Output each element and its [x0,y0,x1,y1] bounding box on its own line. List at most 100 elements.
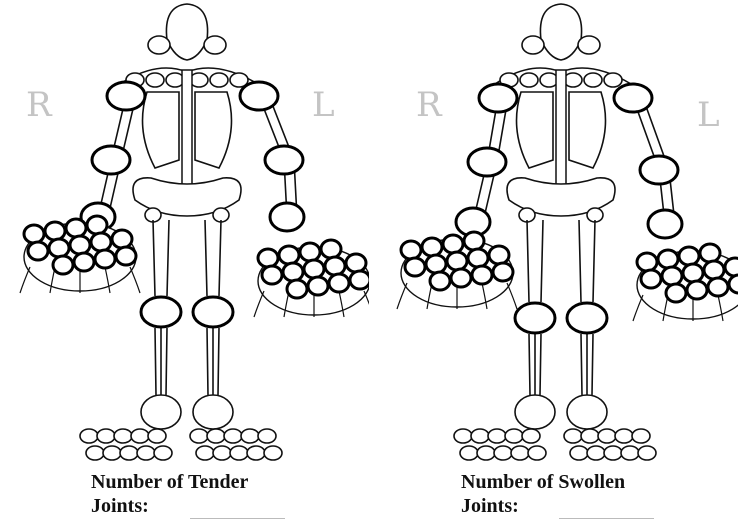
right-hand-joint[interactable] [53,256,73,274]
right-hand-joint[interactable] [422,238,442,256]
left-hand-joint[interactable] [708,278,728,296]
left-shoulder-joint[interactable] [614,84,652,112]
left-hand-joint[interactable] [304,260,324,278]
left-hand-joint[interactable] [350,271,369,289]
right-hand-joint[interactable] [28,242,48,260]
left-hand-joint[interactable] [321,240,341,258]
swollen-count-label: Number of Swollen [461,470,625,494]
right-femur [527,220,543,302]
left-hand-joint[interactable] [683,264,703,282]
left-toe [190,429,208,443]
right-hand-joint[interactable] [49,239,69,257]
left-hand-joint[interactable] [687,281,707,299]
tender-count-field[interactable] [190,518,285,519]
left-hand-joint[interactable] [283,263,303,281]
left-hand-joint[interactable] [325,257,345,275]
right-toe [528,446,546,460]
right-hand-joint[interactable] [447,252,467,270]
left-knee-joint[interactable] [193,297,233,327]
swollen-count-field[interactable] [559,518,654,519]
jaw-joint [148,36,170,54]
right-hand-joint[interactable] [493,263,513,281]
right-toe [154,446,172,460]
right-hand-joint[interactable] [24,225,44,243]
left-toe [632,429,650,443]
left-hand-joint[interactable] [329,274,349,292]
left-hand-joint[interactable] [725,258,738,276]
left-ankle [567,395,607,429]
right-shoulder-joint[interactable] [107,82,145,110]
skeleton-figure [369,0,738,526]
right-toe [488,429,506,443]
right-hand-joint[interactable] [468,249,488,267]
right-tibia [529,334,541,395]
left-hand-joint[interactable] [262,266,282,284]
right-toe [103,446,121,460]
left-hand-joint[interactable] [704,261,724,279]
left-side-label: L [312,88,335,122]
left-knee-joint[interactable] [567,303,607,333]
left-toe [615,429,633,443]
right-femur [153,220,169,296]
right-knee-joint[interactable] [515,303,555,333]
left-toe [196,446,214,460]
right-hand-joint[interactable] [116,247,136,265]
right-toe [460,446,478,460]
right-hand-joint[interactable] [451,269,471,287]
right-toe [137,446,155,460]
rib-cage-left [195,92,232,168]
left-side-label: L [697,98,720,132]
left-wrist-joint[interactable] [270,203,304,231]
right-ankle [141,395,181,429]
right-hand-joint[interactable] [91,233,111,251]
left-hand-joint[interactable] [662,267,682,285]
right-hand-joint[interactable] [66,219,86,237]
skeleton-figure [0,0,369,526]
right-hand-joint[interactable] [70,236,90,254]
left-hand-joint[interactable] [287,280,307,298]
right-toe [131,429,149,443]
right-toe [97,429,115,443]
left-hand-joint[interactable] [279,246,299,264]
left-hand-joint[interactable] [308,277,328,295]
right-finger [20,267,30,293]
right-hand-joint[interactable] [401,241,421,259]
shoulder-small-joint [520,73,538,87]
left-hand-joint[interactable] [658,250,678,268]
rib-cage-right [517,92,554,168]
right-hand-joint[interactable] [45,222,65,240]
left-toe [604,446,622,460]
left-hand-joint[interactable] [346,254,366,272]
right-hand-joint[interactable] [443,235,463,253]
left-toe [207,429,225,443]
left-elbow-joint[interactable] [640,156,678,184]
right-hand-joint[interactable] [464,232,484,250]
left-hand-joint[interactable] [666,284,686,302]
left-wrist-joint[interactable] [648,210,682,238]
left-elbow-joint[interactable] [265,146,303,174]
right-hand-joint[interactable] [472,266,492,284]
right-hand-joint[interactable] [489,246,509,264]
left-hand-joint[interactable] [258,249,278,267]
left-hand-joint[interactable] [300,243,320,261]
left-hand-joint[interactable] [729,275,738,293]
right-toe [471,429,489,443]
right-hand-joint[interactable] [426,255,446,273]
right-hand-joint[interactable] [405,258,425,276]
left-hand-joint[interactable] [700,244,720,262]
left-hand-joint[interactable] [679,247,699,265]
right-hand-joint[interactable] [74,253,94,271]
right-hand-joint[interactable] [112,230,132,248]
left-toe [570,446,588,460]
right-knee-joint[interactable] [141,297,181,327]
right-hand-joint[interactable] [430,272,450,290]
right-shoulder-joint[interactable] [479,84,517,112]
right-hand-joint[interactable] [87,216,107,234]
left-toe [621,446,639,460]
right-hand-joint[interactable] [95,250,115,268]
left-hand-joint[interactable] [641,270,661,288]
left-shoulder-joint[interactable] [240,82,278,110]
right-elbow-joint[interactable] [468,148,506,176]
left-hand-joint[interactable] [637,253,657,271]
right-elbow-joint[interactable] [92,146,130,174]
